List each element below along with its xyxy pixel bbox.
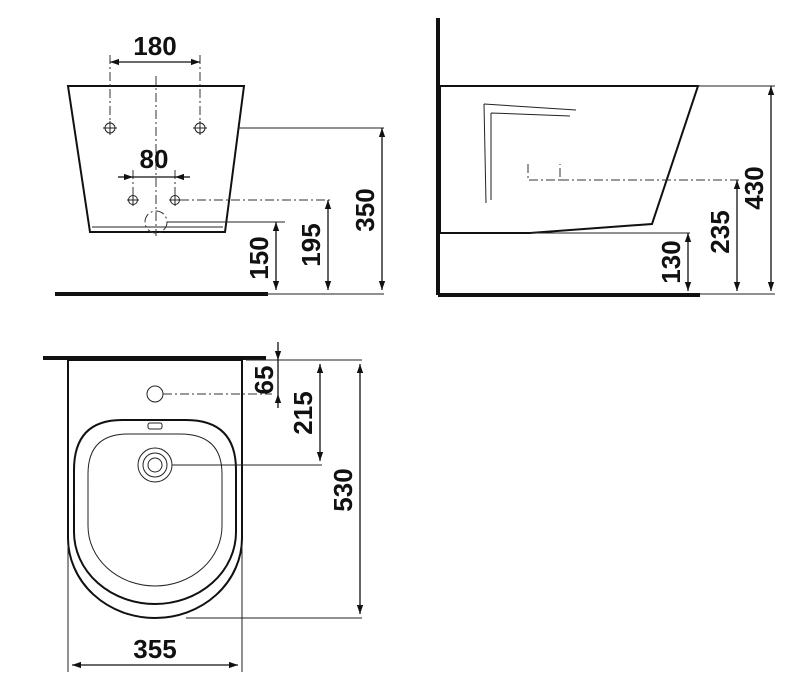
drain-inner	[147, 457, 163, 473]
side-inner-bowl-line	[483, 103, 577, 204]
dim-350-label: 350	[350, 188, 380, 231]
front-view: 180 80 150 195 350	[55, 31, 386, 296]
dim-130-label: 130	[656, 240, 686, 283]
top-view: 65 215 530 355	[43, 342, 364, 672]
overflow-slot	[147, 422, 163, 430]
drain-middle	[142, 452, 168, 478]
dim-150-label: 150	[244, 236, 274, 279]
dim-195-label: 195	[296, 223, 326, 266]
bowl-outer-rim	[73, 419, 237, 605]
dim-530-label: 530	[328, 468, 358, 511]
dim-215-label: 215	[288, 391, 318, 434]
dim-65-label: 65	[249, 366, 279, 395]
dim-355-label: 355	[133, 634, 176, 664]
dim-80-label: 80	[140, 144, 169, 174]
side-connection-dash	[527, 164, 561, 181]
dim-430-label: 430	[739, 166, 769, 209]
bidet-side-outline	[439, 85, 700, 234]
bowl-inner	[87, 433, 223, 587]
dim-235-label: 235	[705, 210, 735, 253]
side-view: 130 235 430	[436, 18, 775, 297]
dim-180-label: 180	[133, 31, 176, 61]
